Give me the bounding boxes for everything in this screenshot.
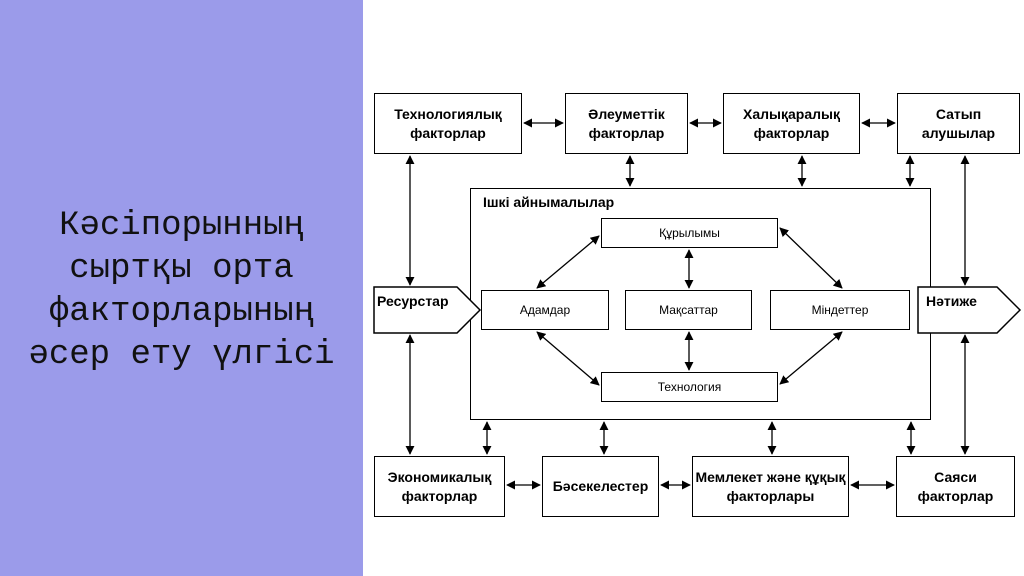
result-label: Нәтиже bbox=[926, 293, 977, 309]
box-tasks: Міндеттер bbox=[770, 290, 910, 330]
resources-label: Ресурстар bbox=[377, 293, 449, 309]
resources-arrow-shape bbox=[373, 286, 482, 334]
box-economic-factors: Экономикалық факторлар bbox=[374, 456, 505, 517]
box-buyers: Сатып алушылар bbox=[897, 93, 1020, 154]
internal-variables-label: Ішкі айнымалылар bbox=[483, 194, 615, 210]
box-technology: Технология bbox=[601, 372, 778, 402]
left-panel bbox=[0, 0, 363, 576]
box-state-law-factors: Мемлекет және құқық факторлары bbox=[692, 456, 849, 517]
box-social-factors: Әлеуметтік факторлар bbox=[565, 93, 688, 154]
box-competitors: Бәсекелестер bbox=[542, 456, 659, 517]
box-international-factors: Халықаралық факторлар bbox=[723, 93, 860, 154]
result-arrow-shape bbox=[917, 286, 1022, 334]
box-people: Адамдар bbox=[481, 290, 609, 330]
slide-title: Кәсіпорынның сыртқы орта факторларының ә… bbox=[28, 207, 335, 374]
box-structure: Құрылымы bbox=[601, 218, 778, 248]
box-political-factors: Саяси факторлар bbox=[896, 456, 1015, 517]
box-goals: Мақсаттар bbox=[625, 290, 752, 330]
box-technological-factors: Технологиялық факторлар bbox=[374, 93, 522, 154]
